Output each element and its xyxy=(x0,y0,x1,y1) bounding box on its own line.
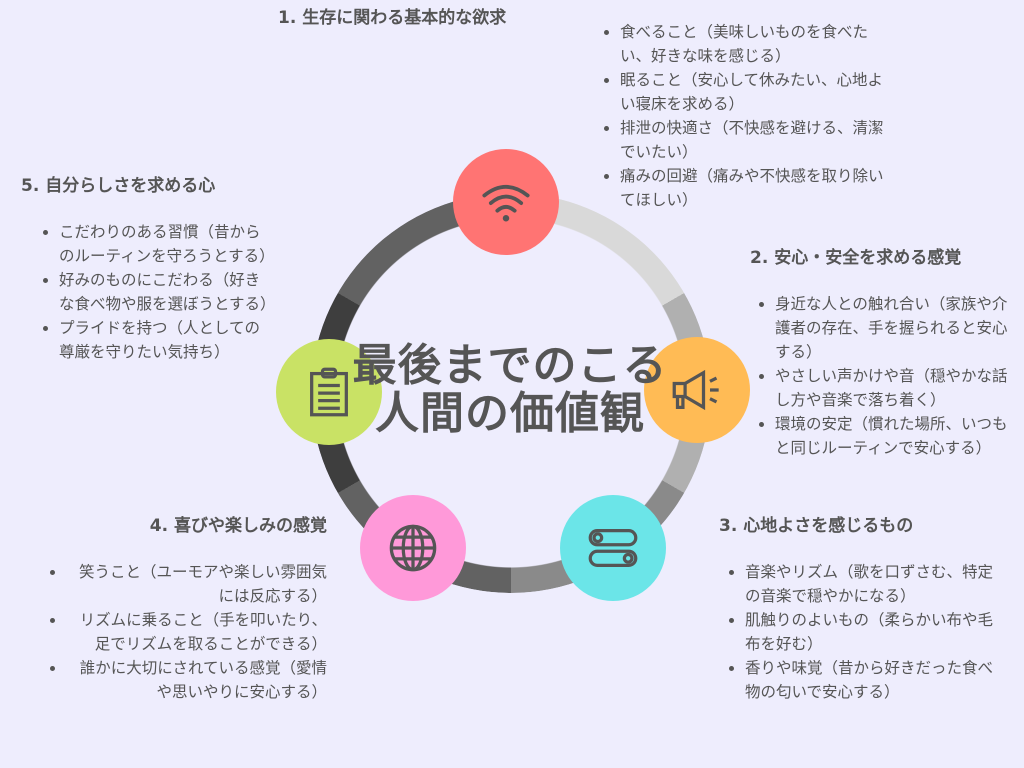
list-item: 好みのものにこだわる（好きな食べ物や服を選ぼうとする） xyxy=(59,268,276,316)
megaphone-icon xyxy=(672,369,719,411)
node-1 xyxy=(453,149,559,255)
section-3: 3. 心地よさを感じるもの 音楽やリズム（歌を口ずさむ、特定の音楽で穏やかになる… xyxy=(719,514,999,704)
center-title: 最後までのこる 人間の価値観 xyxy=(330,342,690,438)
section-2: 2. 安心・安全を求める感覚 身近な人との触れ合い（家族や介護者の存在、手を握ら… xyxy=(749,246,1011,460)
list-item: 眠ること（安心して休みたい、心地よい寝床を求める） xyxy=(620,68,890,116)
list-item: 誰かに大切にされている感覚（愛情や思いやりに安心する） xyxy=(66,656,327,704)
section-4: 4. 喜びや楽しみの感覚 笑うこと（ユーモアや楽しい雰囲気には反応する） リズム… xyxy=(40,514,327,704)
node-2 xyxy=(644,337,750,443)
section-title: 1. 生存に関わる基本的な欲求 xyxy=(278,8,507,28)
list-item: 身近な人との触れ合い（家族や介護者の存在、手を握られると安心する） xyxy=(775,292,1011,364)
list-item: リズムに乗ること（手を叩いたり、足でリズムを取ることができる） xyxy=(66,608,327,656)
list-item: 排泄の快適さ（不快感を避ける、清潔でいたい） xyxy=(620,116,890,164)
list-item: 肌触りのよいもの（柔らかい布や毛布を好む） xyxy=(745,608,999,656)
section-title: 3. 心地よさを感じるもの xyxy=(719,516,914,536)
section-1: 1. 生存に関わる基本的な欲求 食べること（美味しいものを食べたい、好きな味を感… xyxy=(278,6,898,209)
list-item: 痛みの回避（痛みや不快感を取り除いてほしい） xyxy=(620,164,890,212)
list-item: 食べること（美味しいものを食べたい、好きな味を感じる） xyxy=(620,20,890,68)
section-title: 5. 自分らしさを求める心 xyxy=(21,176,216,196)
list-item: 音楽やリズム（歌を口ずさむ、特定の音楽で穏やかになる） xyxy=(745,560,999,608)
list-item: やさしい声かけや音（穏やかな話し方や音楽で落ち着く） xyxy=(775,364,1011,412)
list-item: 環境の安定（慣れた場所、いつもと同じルーティンで安心する） xyxy=(775,412,1011,460)
section-5: 5. 自分らしさを求める心 こだわりのある習慣（昔からのルーティンを守ろうとする… xyxy=(21,174,276,364)
center-title-line2: 人間の価値観 xyxy=(375,388,645,439)
list-item: 笑うこと（ユーモアや楽しい雰囲気には反応する） xyxy=(66,560,327,608)
list-item: 香りや味覚（昔から好きだった食べ物の匂いで安心する） xyxy=(745,656,999,704)
wifi-icon xyxy=(482,184,530,222)
list-item: プライドを持つ（人としての尊厳を守りたい気持ち） xyxy=(59,316,271,364)
node-4 xyxy=(360,495,466,601)
section-title: 2. 安心・安全を求める感覚 xyxy=(750,248,962,268)
node-5 xyxy=(276,339,382,445)
list-item: こだわりのある習慣（昔からのルーティンを守ろうとする） xyxy=(59,220,275,268)
clipboard-icon xyxy=(310,367,348,417)
node-3 xyxy=(560,495,666,601)
globe-icon xyxy=(389,524,437,572)
section-title: 4. 喜びや楽しみの感覚 xyxy=(149,516,327,536)
toggle-icon xyxy=(588,529,638,567)
center-title-line1: 最後までのこる xyxy=(352,340,668,391)
